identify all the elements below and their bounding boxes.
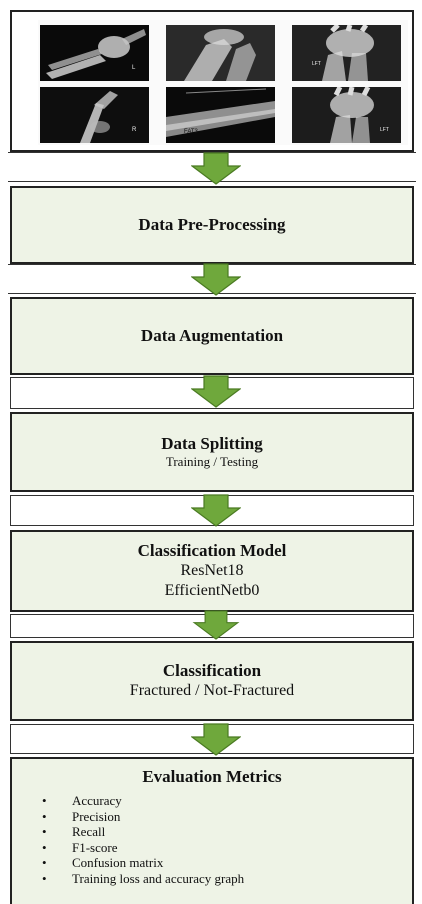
metric-item: Recall — [42, 824, 412, 840]
xray-image: FAT3 — [166, 87, 275, 143]
down-arrow-icon — [191, 723, 241, 756]
metric-item: Training loss and accuracy graph — [42, 871, 412, 887]
stage-classification: Classification Fractured / Not-Fractured — [10, 641, 414, 721]
stage-title: Data Pre-Processing — [138, 215, 286, 234]
stage-data-augmentation: Data Augmentation — [10, 297, 414, 375]
metric-item: Accuracy — [42, 793, 412, 809]
svg-text:R: R — [132, 127, 137, 133]
stage-title: Data Augmentation — [140, 326, 284, 345]
svg-text:LFT: LFT — [312, 61, 321, 67]
xray-image: LFT — [292, 25, 401, 81]
stage-evaluation-metrics: Evaluation Metrics Accuracy Precision Re… — [10, 757, 414, 904]
metrics-list: Accuracy Precision Recall F1-score Confu… — [12, 793, 412, 886]
xray-image: LFT — [292, 87, 401, 143]
xray-image: R — [40, 87, 149, 143]
metric-item: F1-score — [42, 840, 412, 856]
svg-text:LFT: LFT — [380, 127, 389, 133]
down-arrow-icon — [192, 610, 240, 640]
xray-image-box: L LFT — [10, 10, 414, 152]
metric-item: Confusion matrix — [42, 855, 412, 871]
down-arrow-icon — [191, 494, 241, 527]
model-name: ResNet18 — [180, 562, 244, 579]
down-arrow-icon — [191, 375, 241, 408]
stage-data-splitting: Data Splitting Training / Testing — [10, 412, 414, 492]
xray-image — [166, 25, 275, 81]
down-arrow-icon — [191, 263, 241, 296]
stage-title: Evaluation Metrics — [142, 767, 282, 786]
svg-text:L: L — [132, 65, 136, 71]
stage-title: Classification — [162, 661, 262, 680]
stage-data-preprocessing: Data Pre-Processing — [10, 186, 414, 264]
stage-classification-model: Classification Model ResNet18 EfficientN… — [10, 530, 414, 612]
metric-item: Precision — [42, 809, 412, 825]
stage-subtitle: Fractured / Not-Fractured — [129, 682, 295, 699]
xray-image: L — [40, 25, 149, 81]
model-name: EfficientNetb0 — [164, 582, 260, 599]
stage-title: Data Splitting — [161, 434, 263, 453]
svg-text:FAT3: FAT3 — [184, 129, 199, 135]
stage-title: Classification Model — [137, 541, 287, 560]
down-arrow-icon — [191, 152, 241, 185]
xray-image-grid: L LFT — [38, 20, 408, 145]
stage-subtitle: Training / Testing — [165, 454, 259, 469]
